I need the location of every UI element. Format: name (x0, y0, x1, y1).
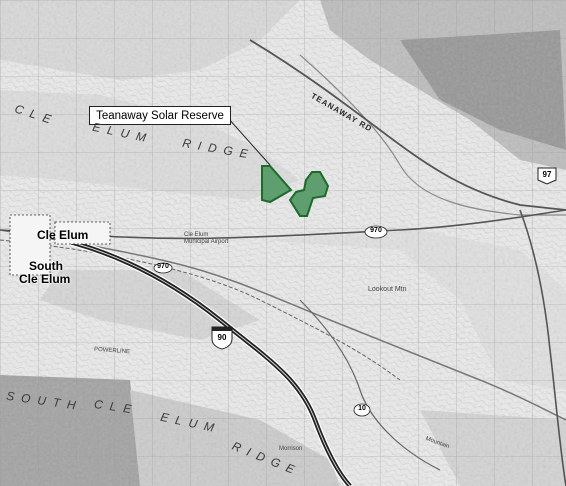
south-cle-elum-label-1: South (29, 259, 63, 273)
south-cle-elum-label-2: Cle Elum (19, 272, 71, 286)
airport-label-1: Cle Elum (184, 232, 209, 238)
railroad (0, 239, 401, 381)
solar-reserve-parcel-west (261, 165, 293, 204)
airport-label-2: Municipal Airport (184, 239, 229, 245)
teanaway-river (299, 54, 566, 216)
river (0, 229, 566, 421)
cle-elum-town-area (9, 214, 51, 276)
highway-10 (299, 299, 441, 471)
highway-10-number: 10 (358, 405, 366, 412)
cle-elum-label: Cle Elum (37, 228, 89, 242)
highway-970-shield-a (364, 225, 388, 239)
us-97 (519, 209, 566, 486)
us-97-number: 97 (542, 170, 552, 179)
interstate-90-number: 90 (217, 333, 227, 342)
highway-10-shield (353, 403, 371, 417)
highway-970-number-a: 970 (370, 227, 382, 234)
interstate-90-shield (211, 326, 233, 350)
solar-reserve-parcel-east (288, 171, 330, 217)
highway-970-shield-b (153, 262, 173, 274)
morrison-label: Morrison (279, 446, 303, 452)
teanaway-solar-reserve-callout: Teanaway Solar Reserve (89, 106, 231, 125)
teanaway-road (249, 39, 566, 211)
highway-970-number-b: 970 (157, 263, 169, 270)
callout-leader-line (227, 117, 271, 166)
lookout-mtn-label: Lookout Mtn (368, 286, 407, 293)
us-97-shield (537, 167, 557, 185)
